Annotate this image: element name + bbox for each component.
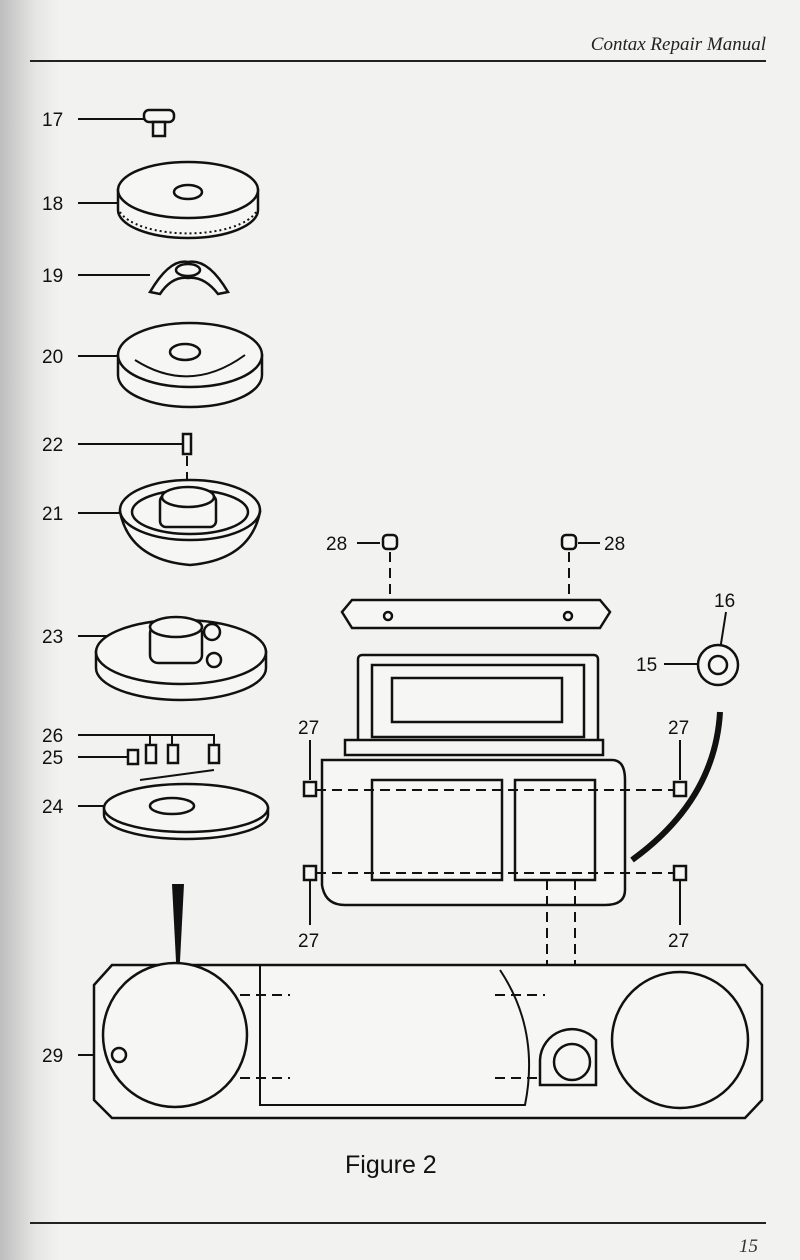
callout-27-bottom-right: 27 (668, 931, 689, 952)
figure-caption: Figure 2 (345, 1151, 437, 1179)
pointer-arrow-left (172, 884, 184, 1000)
part-24-base-plate (102, 769, 270, 841)
callout-24: 24 (42, 797, 64, 818)
callout-26: 26 (42, 726, 63, 747)
callout-19: 19 (42, 266, 63, 287)
callout-23: 23 (42, 627, 63, 648)
callout-17: 17 (42, 110, 63, 131)
part-20-dial-housing (116, 321, 264, 409)
footer-rule (30, 1222, 766, 1224)
running-header: Contax Repair Manual (590, 34, 766, 55)
callout-15: 15 (636, 655, 657, 676)
shutter-frame-assembly (316, 653, 675, 1030)
callout-27-bottom-left: 27 (298, 931, 319, 952)
part-17-screw (142, 108, 176, 138)
callout-22: 22 (42, 435, 63, 456)
callout-21: 21 (42, 504, 63, 525)
page-number: 15 (739, 1236, 758, 1257)
callout-28-right: 28 (604, 534, 625, 555)
callout-29: 29 (42, 1046, 63, 1067)
pointer-arrow (630, 711, 723, 863)
cover-plate (340, 598, 612, 630)
part-23-shutter-disc (94, 615, 268, 702)
header-rule (30, 60, 766, 62)
parts-15-16-knob (696, 643, 740, 687)
part-21-speed-ring (118, 478, 262, 567)
callout-28-left: 28 (326, 534, 347, 555)
camera-body-base (92, 961, 764, 1120)
scan-edge-shadow (0, 0, 60, 1260)
callout-20: 20 (42, 347, 63, 368)
callout-16: 16 (714, 591, 735, 612)
callout-25: 25 (42, 748, 63, 769)
leader-lines (78, 118, 727, 1056)
callout-27-top-right: 27 (668, 718, 689, 739)
part-19-spring-star (148, 260, 230, 296)
callout-18: 18 (42, 194, 63, 215)
callout-27-top-left: 27 (298, 718, 319, 739)
part-27-screws (302, 780, 688, 882)
parts-25-26-screws (126, 743, 221, 766)
part-18-knurled-dial (116, 160, 260, 240)
